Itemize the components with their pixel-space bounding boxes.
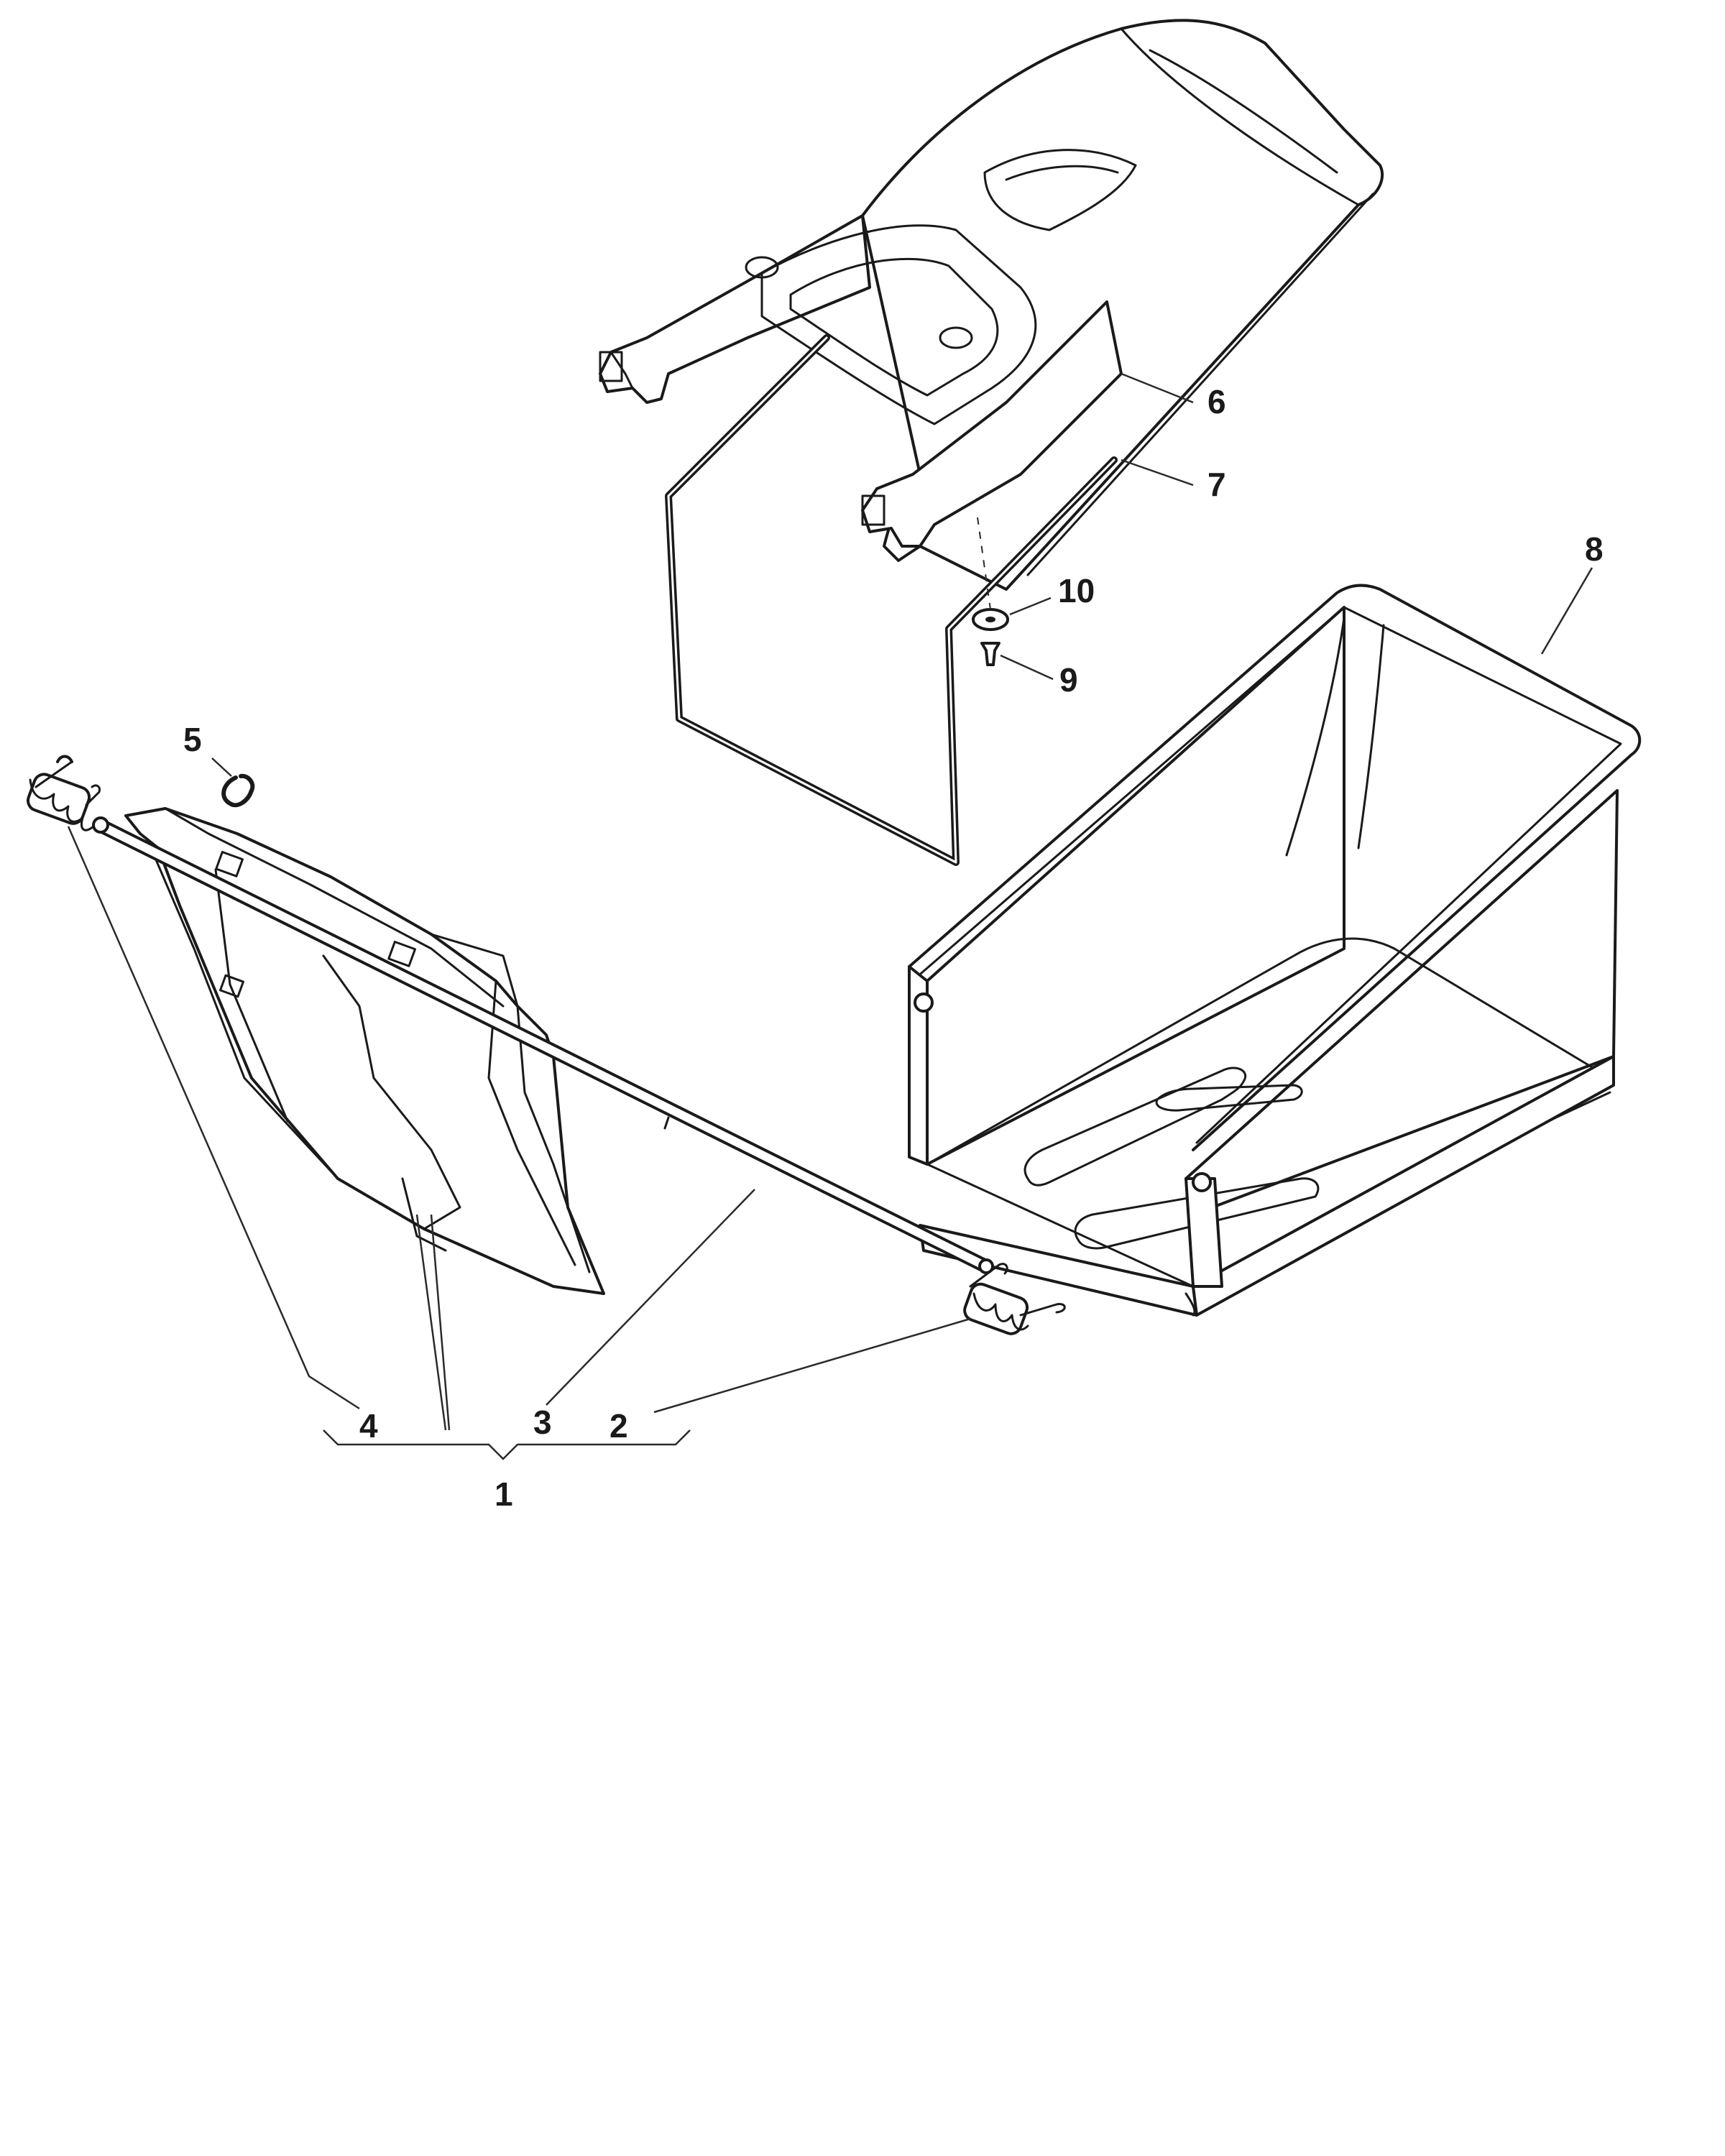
- callout-4: 4: [359, 1407, 378, 1445]
- part-9-screw: [980, 642, 1000, 666]
- leader-5: [211, 757, 232, 777]
- callout-8: 8: [1585, 530, 1604, 568]
- leader-7: [1121, 459, 1194, 487]
- leader-2: [653, 1317, 971, 1414]
- part-1-rear-flap: [124, 807, 605, 1295]
- leader-10: [1009, 596, 1052, 616]
- part-10-washer: [972, 608, 1009, 631]
- part-2-spring-right: [963, 1263, 1066, 1335]
- callout-6: 6: [1208, 383, 1226, 420]
- callout-5: 5: [183, 721, 202, 758]
- callout-10: 10: [1058, 572, 1095, 609]
- leader-9: [1000, 654, 1054, 681]
- callout-9: 9: [1059, 661, 1078, 699]
- callout-7: 7: [1208, 466, 1226, 503]
- callout-3: 3: [533, 1404, 552, 1441]
- leader-3: [546, 1189, 755, 1406]
- leader-4: [67, 826, 360, 1410]
- leader-1-flap-b: [430, 1214, 451, 1431]
- leader-6: [1121, 372, 1194, 404]
- callout-2: 2: [610, 1407, 628, 1445]
- part-3-hinge-rod: [92, 816, 994, 1274]
- callout-1: 1: [494, 1475, 513, 1513]
- part-6-bag-top-frame: [599, 19, 1384, 591]
- part-5-circlip: [221, 773, 255, 808]
- leader-1-flap: [415, 1214, 447, 1431]
- part-7-wire-frame: [665, 334, 1118, 866]
- leader-lines: [67, 372, 1593, 1460]
- leader-8: [1540, 567, 1593, 655]
- part-8-grass-bag-tray: [908, 584, 1642, 1317]
- part-4-spring-left: [27, 755, 101, 831]
- assembly-bracket: [323, 1429, 691, 1460]
- assembly-axis-line: [977, 517, 991, 610]
